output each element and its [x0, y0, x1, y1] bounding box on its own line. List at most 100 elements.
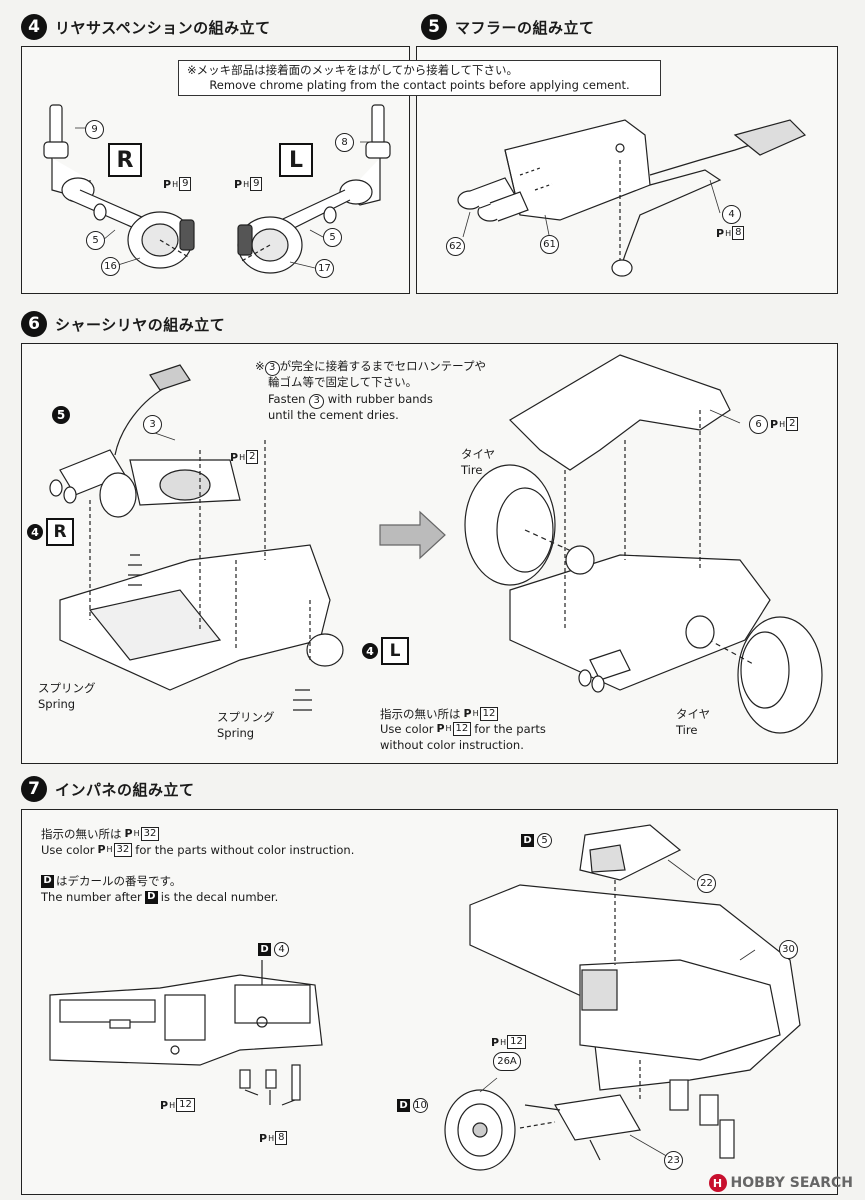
- decal-ref-5: D 5: [521, 833, 552, 848]
- part-22-label: 22: [697, 874, 716, 893]
- paint-p-icon: P: [230, 450, 239, 464]
- paint-p-icon: P: [97, 843, 106, 856]
- part-61-label: 61: [540, 235, 559, 254]
- decal-icon: D: [41, 874, 54, 888]
- paint-number: 9: [179, 177, 192, 191]
- step-4-header: 4 リヤサスペンションの組み立て: [21, 14, 271, 40]
- nocolor-note-en-line2: without color instruction.: [380, 738, 524, 752]
- part-26a-label: 26A: [493, 1052, 521, 1071]
- decal-number: 4: [274, 942, 289, 957]
- decal-icon: D: [521, 834, 534, 847]
- paint-p-icon: P: [716, 226, 725, 240]
- decal-icon: D: [144, 890, 158, 904]
- decal-ref-4: D 4: [258, 942, 289, 957]
- tire-label-jp-1: タイヤ: [461, 447, 496, 461]
- note2-en-a: The number after: [41, 890, 142, 904]
- step-7-header: 7 インパネの組み立て: [21, 776, 195, 802]
- part-16-label: 16: [101, 257, 120, 276]
- part-62-label: 62: [446, 237, 465, 256]
- step-5-header: 5 マフラーの組み立て: [421, 14, 595, 40]
- nocolor-en-b: for the parts: [474, 722, 546, 736]
- ref-step-5-badge: 5: [52, 406, 70, 424]
- decal-icon: D: [397, 1099, 410, 1112]
- paint-p-icon: P: [160, 1098, 169, 1112]
- step-6-title: シャーシリヤの組み立て: [55, 315, 226, 334]
- paint-number: 9: [250, 177, 263, 191]
- hobby-search-text: HOBBY SEARCH: [730, 1175, 853, 1191]
- part-8-label: 8: [335, 133, 354, 152]
- part-9-label-right: 9: [85, 120, 104, 139]
- step-4-number: 4: [21, 14, 47, 40]
- spring-label-jp-1: スプリング: [38, 681, 96, 695]
- rear-suspension-left-drawing: [237, 104, 391, 274]
- paint-p-icon: P: [259, 1131, 268, 1145]
- paint-number: 12: [452, 722, 472, 736]
- part-4-label: 4: [722, 205, 741, 224]
- part-17-label: 17: [315, 259, 334, 278]
- paint-p-icon: P: [436, 722, 445, 735]
- rear-suspension-right-drawing: [43, 104, 195, 269]
- chrome-note: ※メッキ部品は接着面のメッキをはがしてから接着して下さい。 Remove chr…: [178, 60, 661, 96]
- spring-label-en-1: Spring: [38, 697, 76, 711]
- nocolor-en-a: Use color: [380, 722, 434, 736]
- spring-label-jp-2: スプリング: [217, 710, 275, 724]
- dashboard-flat-drawing: [49, 960, 323, 1106]
- fasten-note-en-line1: Fasten 3 with rubber bands: [268, 391, 433, 409]
- fasten-note-part-3: 3: [264, 360, 280, 376]
- paint-number: 8: [732, 226, 745, 240]
- muffler-drawing: [457, 119, 807, 277]
- part-5-label-right: 5: [86, 231, 105, 250]
- instrument-note2-en: The number after D is the decal number.: [41, 889, 278, 905]
- chrome-note-jp: ※メッキ部品は接着面のメッキをはがしてから接着して下さい。: [187, 63, 518, 77]
- instrument-note2-jp: D はデカールの番号です。: [41, 873, 181, 889]
- decal-ref-10: D 10: [397, 1098, 428, 1113]
- tire-label-en-1: Tire: [461, 463, 483, 477]
- fasten-note-en-b: with rubber bands: [327, 392, 433, 406]
- decal-number: 10: [413, 1098, 428, 1113]
- paint-number: 8: [275, 1131, 288, 1145]
- step-4-title: リヤサスペンションの組み立て: [55, 18, 271, 37]
- step-6-number: 6: [21, 311, 47, 337]
- fasten-note-en-a: Fasten: [268, 392, 306, 406]
- fasten-note-jp-line2: 輪ゴム等で固定して下さい。: [268, 375, 418, 389]
- paint-number: 2: [786, 417, 799, 431]
- step-5-title: マフラーの組み立て: [455, 18, 595, 37]
- paint-p-icon: P: [463, 707, 472, 720]
- ref-step-4-right: 4 R: [27, 518, 74, 546]
- note1-jp-text: 指示の無い所は: [41, 827, 122, 841]
- paint-p-icon: P: [491, 1035, 500, 1049]
- right-side-badge: R: [108, 143, 142, 177]
- dashboard-3d-drawing: [444, 824, 801, 1171]
- leader-lines: [75, 127, 756, 1159]
- part-5-label-left: 5: [323, 228, 342, 247]
- note2-jp-text: はデカールの番号です。: [56, 874, 182, 888]
- paint-number: 12: [479, 707, 499, 721]
- nocolor-jp-text: 指示の無い所は: [380, 707, 461, 721]
- paint-number: 12: [507, 1035, 526, 1049]
- paint-number: 12: [176, 1098, 195, 1112]
- hobby-search-watermark: H HOBBY SEARCH: [708, 1174, 853, 1192]
- note1-en-b: for the parts without color instruction.: [135, 843, 355, 857]
- fasten-note-jp-a: が完全に接着するまでセロハンテープや: [279, 359, 486, 373]
- fasten-note-mark: ※: [255, 359, 265, 373]
- chassis-rear-drawing: [49, 364, 344, 711]
- paint-p-icon: P: [163, 177, 172, 191]
- part-30-label: 30: [779, 940, 798, 959]
- chassis-complete-drawing: [464, 354, 823, 734]
- right-side-badge: R: [46, 518, 74, 546]
- ref-step-4-left: 4 L: [362, 637, 409, 665]
- paint-number: 32: [140, 827, 160, 841]
- paint-p-icon: P: [770, 417, 779, 431]
